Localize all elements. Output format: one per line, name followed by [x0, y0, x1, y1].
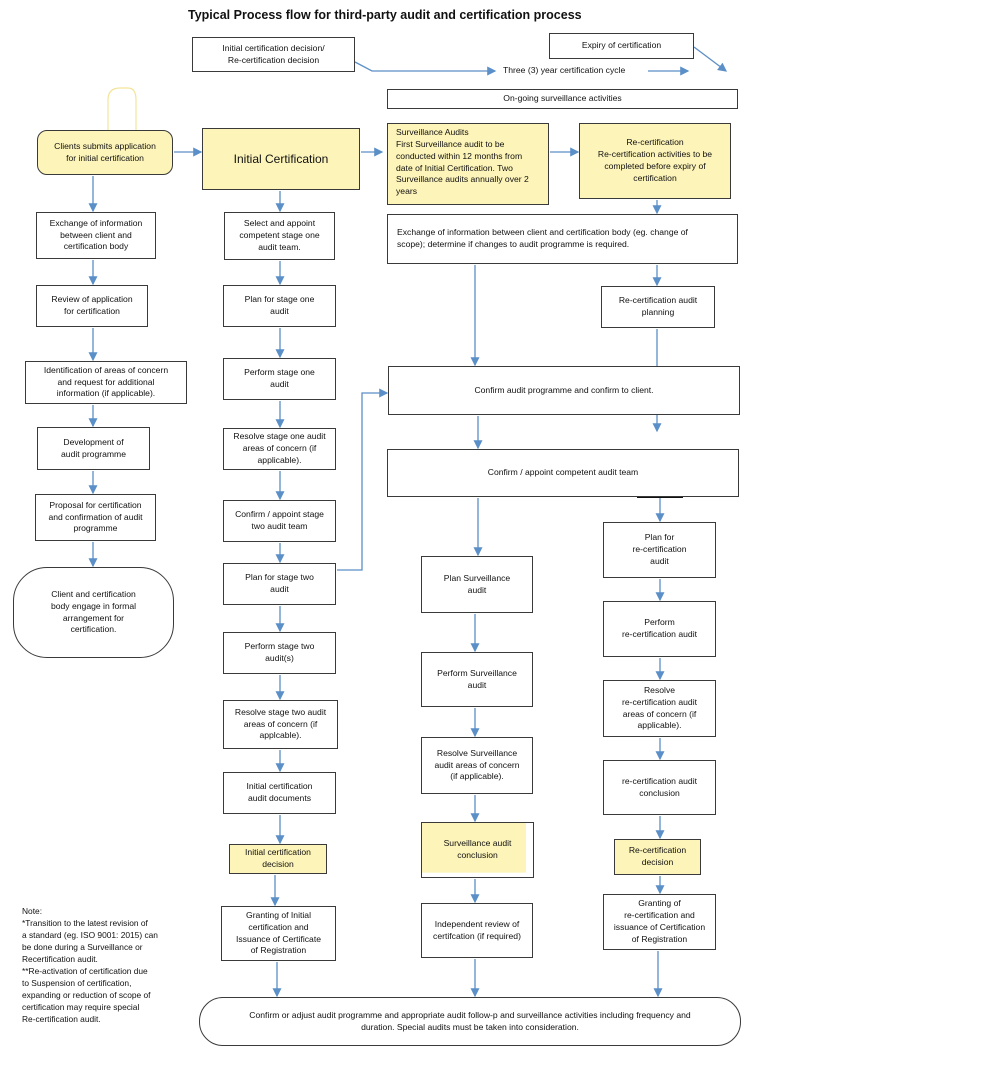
resolve-stage-two-box: Resolve stage two audit areas of concern…	[223, 700, 338, 749]
perform-stage-two-box: Perform stage two audit(s)	[223, 632, 336, 674]
recert-decision-box: Re-certification decision	[614, 839, 701, 875]
decorative-shape	[107, 87, 137, 130]
expiry-box: Expiry of certification	[549, 33, 694, 59]
surveillance-audits-box: Surveillance Audits First Surveillance a…	[387, 123, 549, 205]
note-reactivation: **Re-activation of certification due to …	[22, 966, 151, 1024]
initial-audit-documents-box: Initial certification audit documents	[223, 772, 336, 814]
connector-arrow	[337, 388, 389, 571]
confirm-stage-two-team-box: Confirm / appoint stage two audit team	[223, 500, 336, 542]
plan-recert-box: Plan for re-certification audit	[603, 522, 716, 578]
plan-surveillance-box: Plan Surveillance audit	[421, 556, 533, 613]
exchange-change-scope-box: Exchange of information between client a…	[387, 214, 738, 264]
resolve-surveillance-box: Resolve Surveillance audit areas of conc…	[421, 737, 533, 794]
recertification-box: Re-certification Re-certification activi…	[579, 123, 731, 199]
granting-recert-box: Granting of re-certification and issuanc…	[603, 894, 716, 950]
granting-initial-box: Granting of Initial certification and Is…	[221, 906, 336, 961]
independent-review-box: Independent review of certifcation (if r…	[421, 903, 533, 958]
cycle-label: Three (3) year certification cycle	[503, 65, 626, 75]
client-application-box: Clients submits application for initial …	[37, 130, 173, 175]
plan-stage-one-box: Plan for stage one audit	[223, 285, 336, 327]
perform-stage-one-box: Perform stage one audit	[223, 358, 336, 400]
proposal-box: Proposal for certification and confirmat…	[35, 494, 156, 541]
diagram-title: Typical Process flow for third-party aud…	[188, 8, 582, 22]
connector-arrow	[693, 46, 728, 72]
plan-stage-two-box: Plan for stage two audit	[223, 563, 336, 605]
exchange-info-box: Exchange of information between client a…	[36, 212, 156, 259]
review-application-box: Review of application for certification	[36, 285, 148, 327]
recert-conclusion-box: re-certification audit conclusion	[603, 760, 716, 815]
initial-decision-box: Initial certification decision	[229, 844, 327, 874]
initial-certification-box: Initial Certification	[202, 128, 360, 190]
confirm-adjust-programme-box: Confirm or adjust audit programme and ap…	[199, 997, 741, 1046]
perform-surveillance-box: Perform Surveillance audit	[421, 652, 533, 707]
surveillance-conclusion-box: Surveillance audit conclusion	[421, 822, 534, 878]
note-transition: Note: *Transition to the latest revision…	[22, 906, 158, 964]
resolve-recert-box: Resolve re-certification audit areas of …	[603, 680, 716, 737]
formal-arrangement-box: Client and certification body engage in …	[13, 567, 174, 658]
identify-concerns-box: Identification of areas of concern and r…	[25, 361, 187, 404]
develop-programme-box: Development of audit programme	[37, 427, 150, 470]
ongoing-surveillance-box: On-going surveillance activities	[387, 89, 738, 109]
connector-arrow	[354, 61, 497, 76]
recert-planning-box: Re-certification audit planning	[601, 286, 715, 328]
cycle-decision-box: Initial certification decision/ Re-certi…	[192, 37, 355, 72]
select-stage-one-team-box: Select and appoint competent stage one a…	[224, 212, 335, 260]
confirm-programme-box: Confirm audit programme and confirm to c…	[388, 366, 740, 415]
perform-recert-box: Perform re-certification audit	[603, 601, 716, 657]
confirm-audit-team-box: Confirm / appoint competent audit team	[387, 449, 739, 497]
resolve-stage-one-box: Resolve stage one audit areas of concern…	[223, 428, 336, 470]
